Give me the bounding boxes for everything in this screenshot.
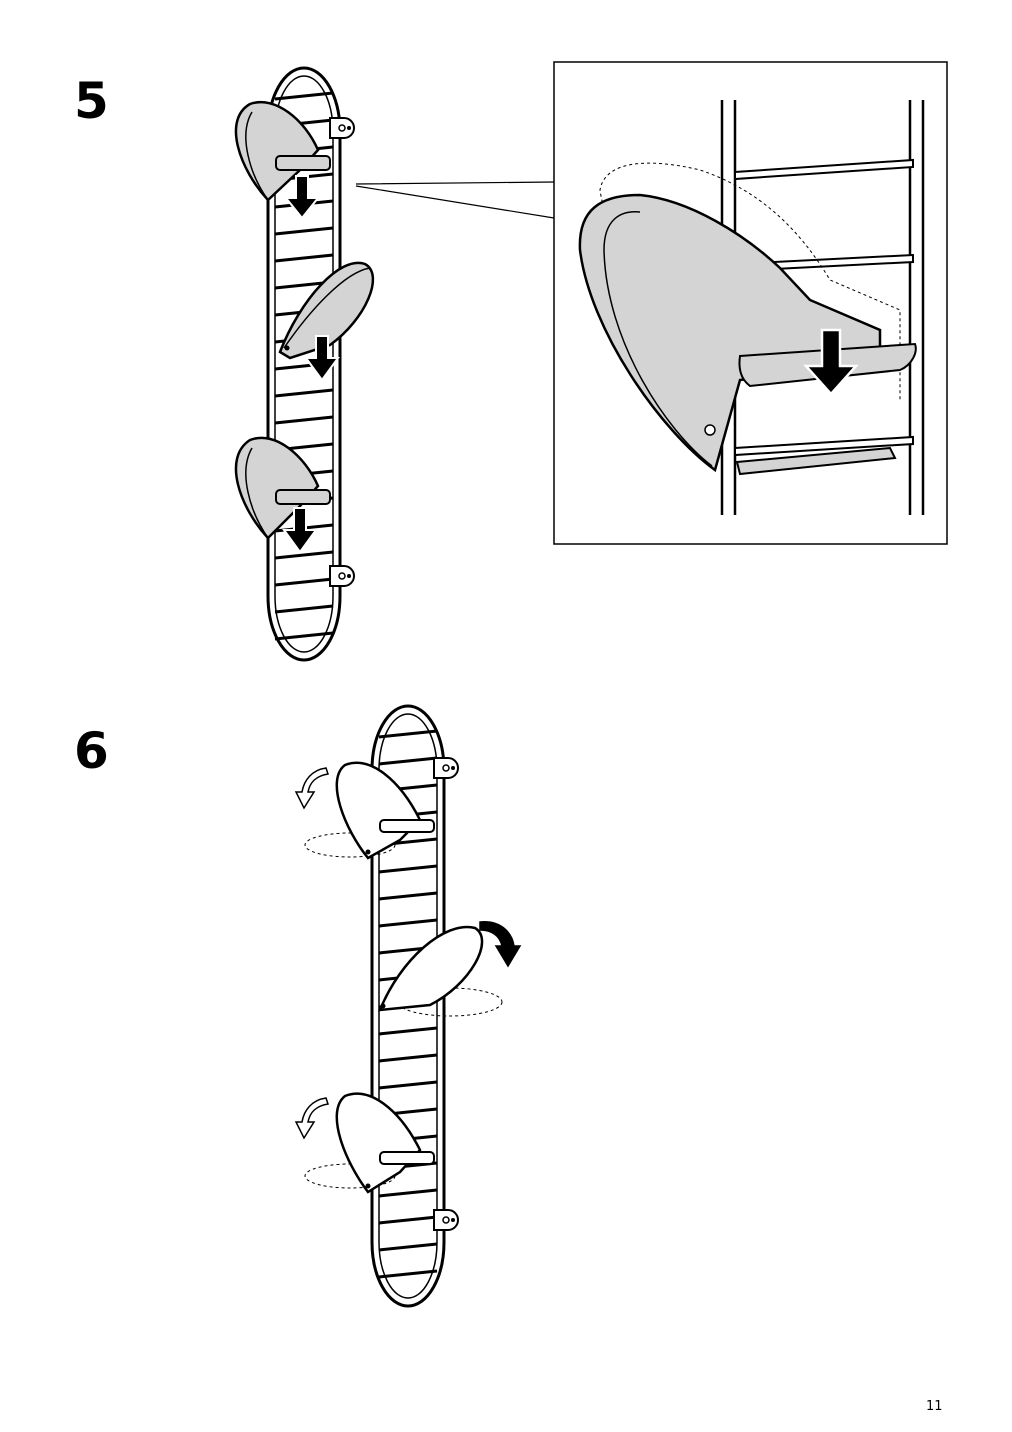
ladder-rung [378, 1269, 438, 1279]
ladder-rung [378, 729, 438, 739]
ladder-rung [378, 1053, 438, 1063]
ladder-rung [274, 415, 334, 425]
wall-bracket-bottom [329, 565, 355, 587]
step-5-number: 5 [74, 72, 109, 130]
step-5-ladder-illustration [234, 66, 555, 662]
ladder-rung [274, 631, 334, 641]
shoe-holder-middle [278, 261, 375, 360]
ladder-rung [378, 891, 438, 901]
shoe-holder-bottom [234, 436, 331, 540]
ladder-rung [378, 1215, 438, 1225]
ladder-rung [274, 226, 334, 236]
ladder-rung [378, 1026, 438, 1036]
ladder-rung [274, 577, 334, 587]
rotate-arrow-icon [294, 767, 329, 1140]
ladder-rung [274, 388, 334, 398]
push-down-arrow-icon [282, 175, 340, 554]
ladder-rung [378, 864, 438, 874]
rotate-arrow-solid-icon [479, 921, 522, 968]
step-6-ladder-illustration [294, 704, 522, 1308]
shoe-holder-top [234, 101, 331, 202]
detail-push-down-arrow-icon [803, 328, 859, 396]
wall-bracket-top [329, 117, 355, 139]
screw-icon [704, 424, 716, 436]
ladder-rung [378, 1188, 438, 1198]
shoe-holder-top [304, 761, 435, 860]
ladder-rung [274, 91, 334, 101]
ladder-rung [274, 604, 334, 614]
wall-bracket-top [433, 757, 459, 779]
ladder-rung [274, 550, 334, 560]
ladder-rung [378, 918, 438, 928]
shoe-holder-middle [378, 925, 503, 1017]
page-number: 11 [926, 1399, 943, 1414]
wall-bracket-bottom [433, 1209, 459, 1231]
ladder-rung [378, 1242, 438, 1252]
callout-pointer [355, 181, 555, 219]
ladder-rung [378, 756, 438, 766]
shoe-holder-bottom [304, 1092, 435, 1194]
ladder-rung [378, 1080, 438, 1090]
step-6-number: 6 [74, 722, 109, 780]
detail-zoom-icon [553, 61, 948, 545]
ladder-rung [274, 253, 334, 263]
